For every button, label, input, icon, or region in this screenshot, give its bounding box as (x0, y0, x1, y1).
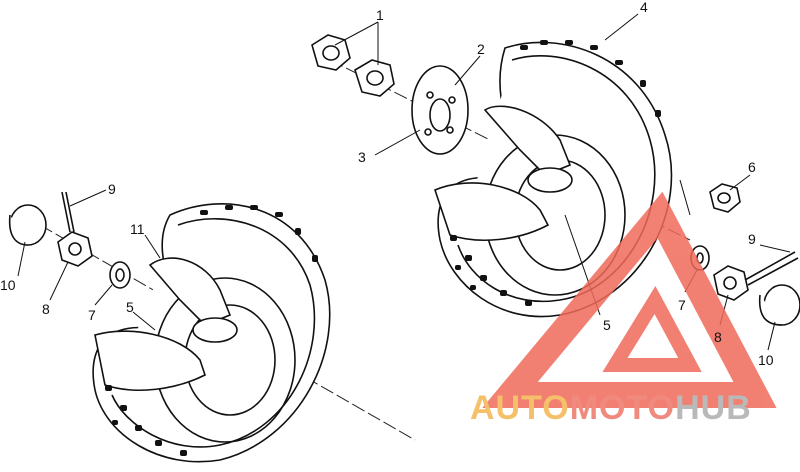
callout-9-left: 9 (108, 181, 116, 197)
watermark-part-hub: HUB (675, 389, 752, 427)
watermark-logo-text: AUTOMOTOHUB (470, 390, 752, 426)
watermark-part-auto: AUTO (470, 389, 570, 427)
callout-6: 6 (748, 159, 756, 175)
callout-10-left: 10 (0, 277, 16, 293)
callout-8-right: 8 (714, 329, 722, 345)
callout-1: 1 (376, 7, 384, 23)
callout-5-left: 5 (126, 299, 134, 315)
left-tire (92, 203, 331, 463)
left-tire-tread (105, 205, 318, 456)
leader-lines (17, 13, 791, 351)
watermark-logo-triangle (482, 191, 777, 408)
right-lug-nuts (311, 34, 395, 97)
callout-7-left: 7 (88, 307, 96, 323)
callout-2: 2 (477, 41, 485, 57)
callout-10-right: 10 (758, 352, 774, 368)
right-tire-tread (450, 40, 661, 306)
right-hub (411, 65, 469, 155)
callout-11: 11 (130, 221, 145, 237)
callout-9-right: 9 (748, 231, 756, 247)
callout-7-right: 7 (678, 297, 686, 313)
left-axle-parts (8, 191, 131, 289)
callout-3: 3 (358, 149, 366, 165)
callout-8-left: 8 (42, 301, 50, 317)
callout-4: 4 (640, 0, 648, 15)
callout-5-right: 5 (603, 317, 611, 333)
right-tire (434, 41, 673, 318)
watermark-part-moto: MOTO (569, 389, 676, 427)
